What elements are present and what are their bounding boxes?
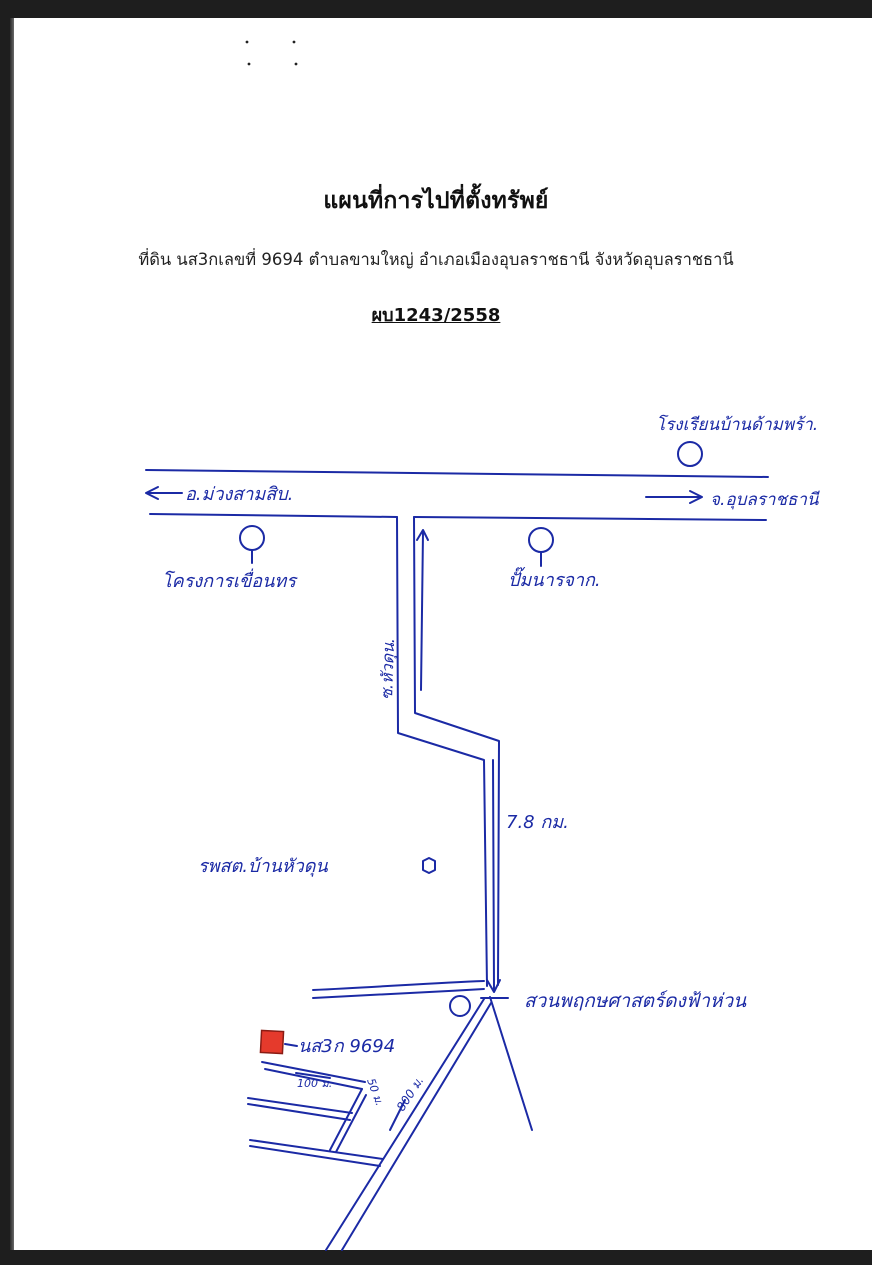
junction-arrow-line — [492, 759, 495, 991]
junction-arrow-head — [486, 979, 501, 993]
west-road-top-line — [312, 980, 485, 991]
fork-road-right — [489, 996, 533, 1131]
park-label: สวนพฤกษศาสตร์ดงฟ้าห่วน — [524, 990, 747, 1012]
left-landmark-marker — [239, 525, 265, 551]
parcel-lane-2 — [264, 1068, 363, 1090]
west-direction-arrow-head — [145, 486, 159, 500]
parcel-lane-1 — [261, 1061, 366, 1083]
parcel-marker — [259, 1029, 285, 1055]
page-edge-shadow — [10, 18, 14, 1250]
side-road-arrow-line — [420, 531, 424, 691]
side-road-label: ซ.หัวดุน. — [377, 638, 399, 701]
document-title: แผนที่การไปที่ตั้งทรัพย์ — [323, 188, 549, 214]
dimension-width-line — [295, 1072, 331, 1079]
dimension-width-label: 100 ม. — [297, 1077, 332, 1090]
scan-speck — [245, 40, 249, 44]
parcel-label: นส3ก 9694 — [298, 1036, 395, 1057]
side-road-arrow-head — [416, 529, 429, 541]
case-number: ผบ1243/2558 — [371, 305, 501, 326]
west-road-bottom-line — [312, 988, 485, 999]
distance-label: 7.8 กม. — [506, 812, 569, 833]
dimension-road-line — [389, 1099, 406, 1131]
scan-speck — [294, 62, 298, 66]
main-road-top-line — [145, 469, 769, 478]
main-road-bottom-line-left — [149, 513, 398, 518]
park-marker — [449, 995, 471, 1017]
left-direction-label: อ.ม่วงสามสิบ. — [185, 484, 293, 505]
left-landmark-label: โครงการเขื่อนทร — [162, 568, 298, 592]
east-direction-arrow-head — [689, 490, 703, 504]
school-label: โรงเรียนบ้านด้ามพร้า. — [656, 414, 818, 435]
document-page — [10, 18, 872, 1250]
parcel-pointer — [284, 1043, 298, 1047]
fork-road-left-a — [325, 998, 485, 1251]
dimension-road-label: 800 ม. — [394, 1074, 427, 1114]
dimension-depth-label: 50 ม. — [364, 1077, 386, 1108]
school-marker — [677, 441, 703, 467]
scan-speck — [292, 40, 296, 44]
fork-road-left-b — [341, 1002, 492, 1251]
right-landmark-marker — [528, 527, 554, 553]
health-center-label: รพสต.บ้านหัวดุน — [198, 856, 328, 877]
health-center-marker — [422, 857, 436, 874]
side-road-left-line — [396, 516, 488, 987]
side-road-right-line — [413, 516, 500, 986]
right-landmark-label: ปั๊มนารจาก. — [508, 566, 601, 591]
parcel-lane-5 — [249, 1139, 384, 1160]
parcel-lane-vertical-b — [335, 1094, 367, 1153]
scan-speck — [247, 62, 251, 66]
parcel-lane-6 — [249, 1145, 381, 1167]
document-subtitle: ที่ดิน นส3กเลขที่ 9694 ตำบลขามใหญ่ อำเภอ… — [138, 250, 734, 269]
parcel-lane-3 — [247, 1097, 353, 1114]
right-direction-label: จ.อุบลราชธานี — [710, 490, 821, 510]
main-road-bottom-line-right — [413, 516, 767, 521]
parcel-lane-4 — [247, 1103, 351, 1121]
parcel-lane-vertical-a — [329, 1088, 363, 1151]
